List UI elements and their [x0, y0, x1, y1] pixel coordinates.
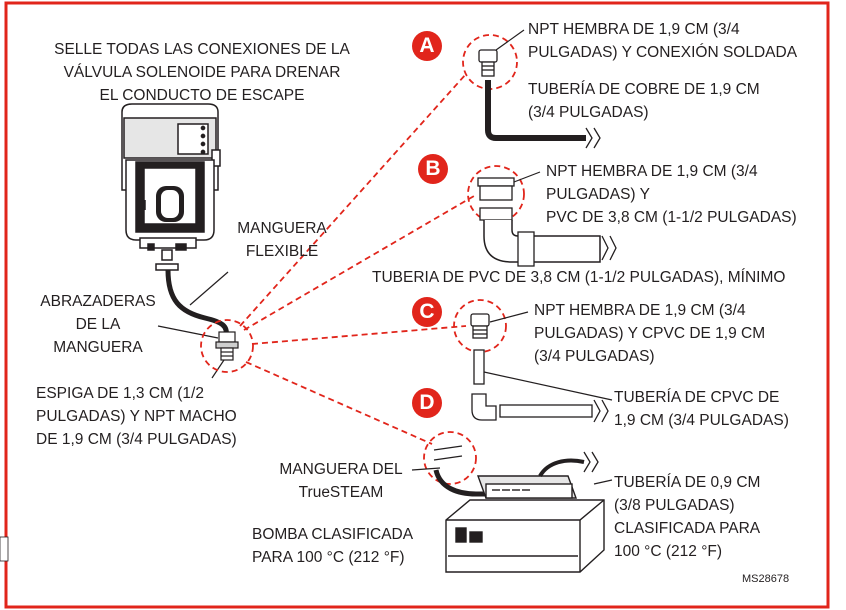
- option-c-fitting-line-1: NPT HEMBRA DE 1,9 CM (3/4: [534, 302, 746, 319]
- tubing-label-line-4: 100 °C (212 °F): [614, 543, 723, 560]
- callout-connector-lines: [239, 73, 475, 445]
- barb-label-line-3: DE 1,9 CM (3/4 PULGADAS): [36, 431, 237, 448]
- clamp-pointer-line: [157, 325, 219, 339]
- option-d-pipe-line-1: TUBERÍA DE CPVC DE: [614, 389, 780, 406]
- option-b-pipe-line-1: TUBERIA DE PVC DE 3,8 CM (1-1/2 PULGADAS…: [372, 269, 786, 286]
- hose-clamps-label-line-2: DE LA: [75, 316, 121, 333]
- copper-pipe-illustration: [485, 80, 586, 141]
- flexible-hose-label-line-2: FLEXIBLE: [245, 243, 319, 260]
- copper-fitting-illustration: [478, 49, 498, 77]
- option-d-badge: D: [412, 388, 442, 418]
- option-c-fitting-line-2: PULGADAS) Y CPVC DE 1,9 CM: [534, 325, 766, 342]
- pipe-break-b: [601, 235, 617, 261]
- barb-label-line-2: PULGADAS) Y NPT MACHO: [36, 408, 237, 425]
- pipe-break-a: [585, 127, 601, 149]
- barb-label-line-1: ESPIGA DE 1,3 CM (1/2: [36, 385, 204, 402]
- option-b-fitting-line-3: PVC DE 3,8 CM (1-1/2 PULGADAS): [546, 209, 797, 226]
- option-d-pipe-line-2: 1,9 CM (3/4 PULGADAS): [614, 412, 789, 429]
- tubing-label-line-1: TUBERÍA DE 0,9 CM: [614, 474, 761, 491]
- option-a-badge: A: [412, 31, 442, 61]
- hose-clamps-label-line-1: ABRAZADERAS: [40, 293, 156, 310]
- truesteam-hose-label-line-2: TrueSTEAM: [298, 484, 384, 501]
- pvc-fitting-illustration: [477, 177, 515, 221]
- barb-callout-circle: [200, 319, 254, 373]
- option-a-fitting-line-1: NPT HEMBRA DE 1,9 CM (3/4: [528, 21, 740, 38]
- humidifier-unit-illustration: [121, 103, 221, 271]
- cpvc-elbow-illustration: [471, 393, 497, 421]
- red-frame: [4, 1, 830, 609]
- pointer-truesteam-hose: [411, 467, 441, 471]
- option-b-badge: B: [418, 154, 448, 184]
- pump-label-line-2: PARA 100 °C (212 °F): [252, 549, 405, 566]
- truesteam-hose-label-line-1: MANGUERA DEL: [279, 461, 403, 478]
- pipe-break-tubing: [583, 451, 599, 473]
- seal-note-line-2: VÁLVULA SOLENOIDE PARA DRENAR: [63, 64, 341, 81]
- pvc-pipe-joint: [517, 231, 535, 267]
- pipe-break-d: [593, 399, 609, 423]
- hose-clamps-label-line-3: MANGUERA: [53, 339, 143, 356]
- pump-discharge-tubing: [538, 458, 585, 478]
- hose-end-break: [433, 445, 463, 461]
- truesteam-hose-illustration: [433, 469, 498, 497]
- truesteam-hose-callout-circle: [423, 431, 477, 485]
- pointer-c: [489, 311, 529, 323]
- barb-fitting-illustration: [215, 331, 239, 361]
- seal-note-line-3: EL CONDUCTO DE ESCAPE: [99, 87, 305, 104]
- cpvc-pipe-vertical: [473, 349, 485, 385]
- option-a-fitting-line-2: PULGADAS) Y CONEXIÓN SOLDADA: [528, 44, 798, 61]
- option-c-fitting-line-3: (3/4 PULGADAS): [534, 348, 655, 365]
- figure-code: MS28678: [742, 573, 790, 585]
- pointer-cpvc: [483, 371, 613, 401]
- cpvc-pipe-horizontal: [499, 404, 593, 418]
- seal-note-line-1: SELLE TODAS LAS CONEXIONES DE LA: [54, 41, 350, 58]
- tubing-label-line-3: CLASIFICADA PARA: [614, 520, 761, 537]
- condensate-pump-illustration: [445, 475, 605, 573]
- option-b-fitting-line-1: NPT HEMBRA DE 1,9 CM (3/4: [546, 163, 758, 180]
- tubing-label-line-2: (3/8 PULGADAS): [614, 497, 735, 514]
- frame-notch: [0, 536, 9, 562]
- option-a-pipe-line-2: (3/4 PULGADAS): [528, 104, 649, 121]
- pointer-b: [513, 171, 541, 183]
- pointer-a: [495, 29, 525, 51]
- pointer-tubing: [593, 479, 613, 485]
- option-c-badge: C: [412, 297, 442, 327]
- flexible-hose-label-line-1: MANGUERA: [237, 220, 327, 237]
- option-b-fitting-line-2: PULGADAS) Y: [546, 186, 650, 203]
- flexible-hose-illustration: [165, 269, 229, 337]
- pvc-pipe-illustration: [483, 220, 601, 263]
- hose-pointer-line: [189, 271, 229, 306]
- pump-label-line-1: BOMBA CLASIFICADA: [252, 526, 414, 543]
- option-a-pipe-line-1: TUBERÍA DE COBRE DE 1,9 CM: [528, 81, 760, 98]
- barb-pointer-line: [211, 359, 225, 379]
- cpvc-fitting-illustration: [470, 313, 490, 339]
